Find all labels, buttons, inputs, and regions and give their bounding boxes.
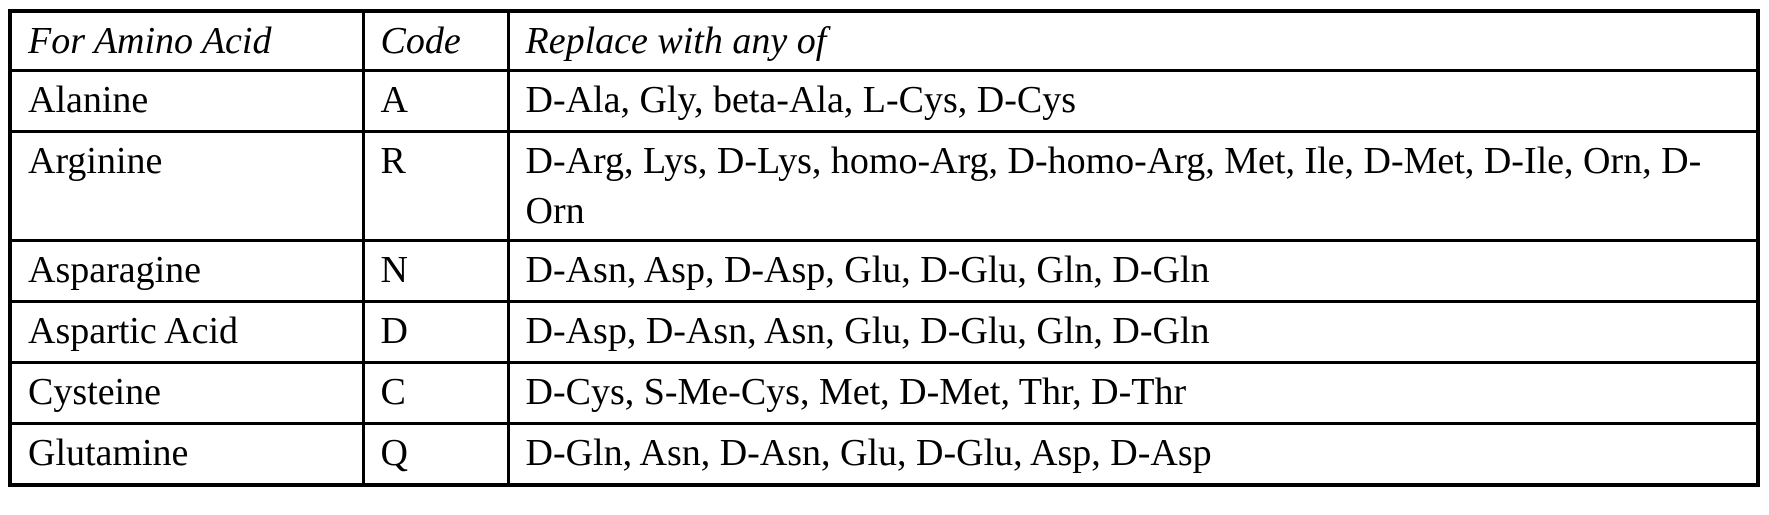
replacements-cell: D-Ala, Gly, beta-Ala, L-Cys, D-Cys <box>506 69 1760 134</box>
code-cell: C <box>361 361 510 426</box>
amino-acid-replacement-table: For Amino Acid Code Replace with any of … <box>8 9 1760 488</box>
amino-acid-cell: Arginine <box>8 130 365 243</box>
table-row: Arginine R D-Arg, Lys, D-Lys, homo-Arg, … <box>8 130 1760 243</box>
table-row: Alanine A D-Ala, Gly, beta-Ala, L-Cys, D… <box>8 69 1760 134</box>
replacements-cell: D-Asp, D-Asn, Asn, Glu, D-Glu, Gln, D-Gl… <box>506 300 1760 365</box>
code-cell: R <box>361 130 510 243</box>
replacements-cell: D-Cys, S-Me-Cys, Met, D-Met, Thr, D-Thr <box>506 361 1760 426</box>
replacements-cell: D-Gln, Asn, D-Asn, Glu, D-Glu, Asp, D-As… <box>506 422 1760 487</box>
table-row: Glutamine Q D-Gln, Asn, D-Asn, Glu, D-Gl… <box>8 422 1760 487</box>
table-row: Cysteine C D-Cys, S-Me-Cys, Met, D-Met, … <box>8 361 1760 426</box>
code-cell: N <box>361 239 510 304</box>
amino-acid-cell: Asparagine <box>8 239 365 304</box>
header-code: Code <box>361 9 510 73</box>
table-row: Asparagine N D-Asn, Asp, D-Asp, Glu, D-G… <box>8 239 1760 304</box>
replacements-cell: D-Arg, Lys, D-Lys, homo-Arg, D-homo-Arg,… <box>506 130 1760 243</box>
header-amino-acid: For Amino Acid <box>8 9 365 73</box>
table-row: Aspartic Acid D D-Asp, D-Asn, Asn, Glu, … <box>8 300 1760 365</box>
replacements-cell: D-Asn, Asp, D-Asp, Glu, D-Glu, Gln, D-Gl… <box>506 239 1760 304</box>
header-replacements: Replace with any of <box>506 9 1760 73</box>
amino-acid-cell: Alanine <box>8 69 365 134</box>
amino-acid-cell: Aspartic Acid <box>8 300 365 365</box>
code-cell: Q <box>361 422 510 487</box>
amino-acid-cell: Glutamine <box>8 422 365 487</box>
header-row: For Amino Acid Code Replace with any of <box>8 9 1760 73</box>
amino-acid-cell: Cysteine <box>8 361 365 426</box>
code-cell: D <box>361 300 510 365</box>
code-cell: A <box>361 69 510 134</box>
document-page: For Amino Acid Code Replace with any of … <box>8 9 1760 488</box>
